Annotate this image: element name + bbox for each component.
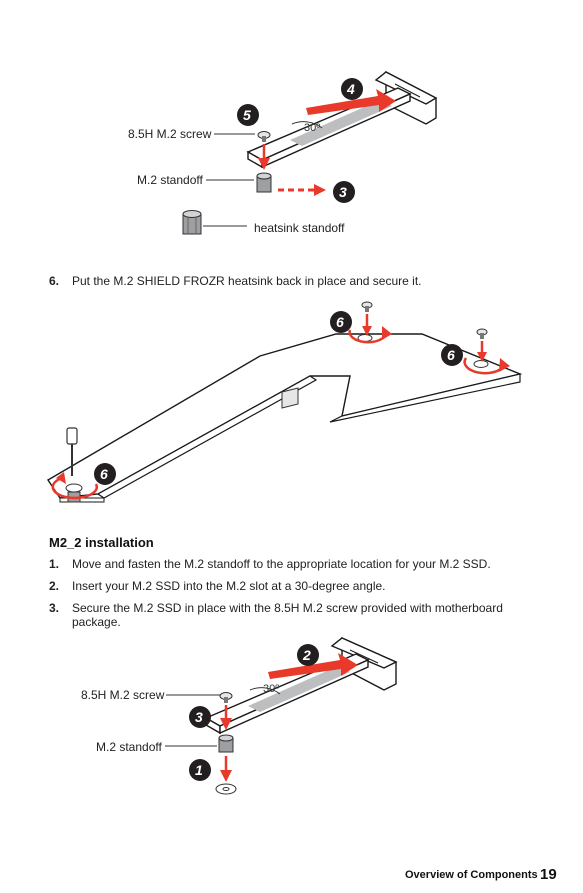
standoff-label: M.2 standoff — [96, 740, 162, 754]
insert-arrow — [306, 89, 396, 115]
badge-3: 3 — [189, 706, 211, 728]
screw-label: 8.5H M.2 screw — [81, 688, 165, 702]
heatsink-standoff-label: heatsink standoff — [254, 221, 345, 235]
svg-text:6: 6 — [447, 347, 455, 363]
section-title: M2_2 installation — [49, 535, 154, 550]
m2-slot — [330, 636, 398, 691]
badge-1: 1 — [189, 759, 211, 781]
screw-icon — [361, 301, 373, 312]
svg-text:4: 4 — [346, 81, 355, 97]
step-2-number: 2. — [49, 579, 60, 593]
footer-section-label: Overview of Components — [405, 869, 538, 881]
screw-label: 8.5H M.2 screw — [128, 127, 212, 141]
step-2-text: Insert your M.2 SSD into the M.2 slot at… — [72, 579, 386, 593]
ssd-board — [204, 653, 370, 735]
step-3-text: Secure the M.2 SSD in place with the 8.5… — [72, 601, 503, 615]
screwdriver-icon — [66, 427, 78, 476]
standoff-icon — [218, 734, 234, 753]
svg-text:3: 3 — [195, 709, 203, 725]
step-6-text: Put the M.2 SHIELD FROZR heatsink back i… — [72, 274, 422, 288]
m2-slot — [374, 70, 438, 125]
badge-6: 6 — [330, 311, 352, 333]
step-1-text: Move and fasten the M.2 standoff to the … — [72, 557, 491, 571]
heatsink-plate — [47, 333, 523, 503]
svg-text:6: 6 — [336, 314, 344, 330]
step-6-number: 6. — [49, 274, 60, 288]
svg-text:1: 1 — [195, 762, 203, 778]
badge-5: 5 — [237, 104, 259, 126]
standoff-label: M.2 standoff — [137, 173, 203, 187]
svg-text:2: 2 — [302, 647, 311, 663]
angle-label: 30º — [263, 683, 279, 695]
svg-text:3: 3 — [339, 184, 347, 200]
screw-icon — [257, 131, 271, 142]
badge-2: 2 — [297, 644, 319, 666]
badge-3: 3 — [333, 181, 355, 203]
angle-label: 30º — [304, 122, 320, 134]
badge-6: 6 — [94, 463, 116, 485]
step-1-number: 1. — [49, 557, 60, 571]
insert-arrow — [268, 653, 358, 679]
step-3-number: 3. — [49, 601, 60, 615]
heatsink-standoff-icon — [182, 210, 202, 235]
svg-text:6: 6 — [100, 466, 108, 482]
badge-6: 6 — [441, 344, 463, 366]
screw-icon — [476, 328, 488, 339]
standoff-icon — [256, 172, 272, 193]
badge-4: 4 — [341, 78, 363, 100]
step-3-text-continued: package. — [72, 615, 121, 629]
screw-icon — [219, 692, 233, 703]
page-number: 19 — [540, 866, 557, 883]
svg-text:5: 5 — [243, 107, 251, 123]
